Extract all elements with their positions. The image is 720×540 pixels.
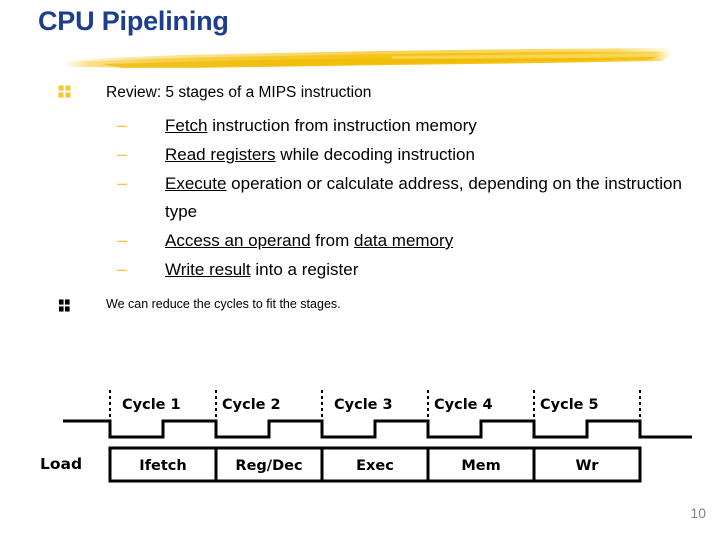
sub-bullet-keyword: Read registers bbox=[165, 145, 276, 164]
sub-bullet-rest: operation or calculate address, dependin… bbox=[165, 174, 682, 221]
dash-bullet-icon: – bbox=[117, 144, 128, 164]
cycle-label-3: Cycle 3 bbox=[334, 397, 393, 413]
sub-bullet-keyword: Access an operand bbox=[165, 231, 311, 250]
sub-bullet-keyword-2: data memory bbox=[354, 231, 454, 250]
sub-bullet-fetch: – Fetch instruction from instruction mem… bbox=[0, 112, 720, 140]
sub-bullet-text: Read registers while decoding instructio… bbox=[165, 141, 475, 169]
stage-boxes bbox=[108, 446, 642, 483]
sub-bullet-text: Fetch instruction from instruction memor… bbox=[165, 112, 477, 140]
sub-bullet-text: Execute operation or calculate address, … bbox=[165, 170, 690, 226]
cycle-label-1: Cycle 1 bbox=[122, 397, 181, 413]
dash-bullet-icon: – bbox=[117, 259, 128, 279]
bullet-item-review: Review: 5 stages of a MIPS instruction bbox=[0, 80, 720, 105]
sub-bullet-text: Write result into a register bbox=[165, 256, 358, 284]
bullet-text: We can reduce the cycles to fit the stag… bbox=[106, 297, 341, 311]
stage-label-regdec: Reg/Dec bbox=[235, 458, 302, 474]
cycle-label-4: Cycle 4 bbox=[434, 397, 493, 413]
sub-bullet-mid: from bbox=[310, 231, 354, 250]
dash-bullet-icon: – bbox=[117, 115, 128, 135]
sub-bullet-rest: while decoding instruction bbox=[275, 145, 475, 164]
stage-label-ifetch: Ifetch bbox=[139, 458, 186, 474]
cycle-label-5: Cycle 5 bbox=[540, 397, 599, 413]
sub-bullet-access-operand: – Access an operand from data memory bbox=[0, 227, 720, 255]
sub-bullet-read-registers: – Read registers while decoding instruct… bbox=[0, 141, 720, 169]
stage-box-mem bbox=[426, 446, 536, 483]
pipeline-timing-diagram: Cycle 1 Cycle 2 Cycle 3 Cycle 4 Cycle 5 … bbox=[0, 380, 720, 490]
sub-bullet-rest: instruction from instruction memory bbox=[207, 116, 477, 135]
bullet-text: Review: 5 stages of a MIPS instruction bbox=[106, 84, 372, 101]
stage-box-exec bbox=[320, 446, 430, 483]
stage-label-mem: Mem bbox=[461, 458, 500, 474]
title-brush-stroke-decoration bbox=[62, 44, 682, 74]
dash-bullet-icon: – bbox=[117, 173, 128, 193]
sub-bullet-rest: into a register bbox=[250, 260, 359, 279]
square-block-bullet-icon bbox=[58, 299, 71, 312]
sub-bullet-text: Access an operand from data memory bbox=[165, 227, 453, 255]
page-number: 10 bbox=[690, 505, 706, 521]
stage-box-wr bbox=[532, 446, 642, 483]
sub-bullet-execute: – Execute operation or calculate address… bbox=[0, 170, 720, 226]
stage-label-exec: Exec bbox=[356, 458, 394, 474]
sub-bullet-keyword: Fetch bbox=[165, 116, 208, 135]
cycle-boundary-dividers bbox=[108, 390, 642, 417]
page-title: CPU Pipelining bbox=[38, 6, 229, 36]
bullet-item-reduce-cycles: We can reduce the cycles to fit the stag… bbox=[0, 294, 720, 319]
dash-bullet-icon: – bbox=[117, 230, 128, 250]
cycle-label-2: Cycle 2 bbox=[222, 397, 281, 413]
pipeline-row-label: Load bbox=[40, 455, 82, 473]
clock-waveform bbox=[63, 419, 692, 439]
stage-label-wr: Wr bbox=[576, 458, 600, 474]
slide-body: Review: 5 stages of a MIPS instruction –… bbox=[0, 80, 720, 319]
sub-bullet-keyword: Write result bbox=[165, 260, 251, 279]
square-block-bullet-icon bbox=[58, 85, 71, 98]
sub-bullet-write-result: – Write result into a register bbox=[0, 256, 720, 284]
sub-bullet-keyword: Execute bbox=[165, 174, 227, 193]
